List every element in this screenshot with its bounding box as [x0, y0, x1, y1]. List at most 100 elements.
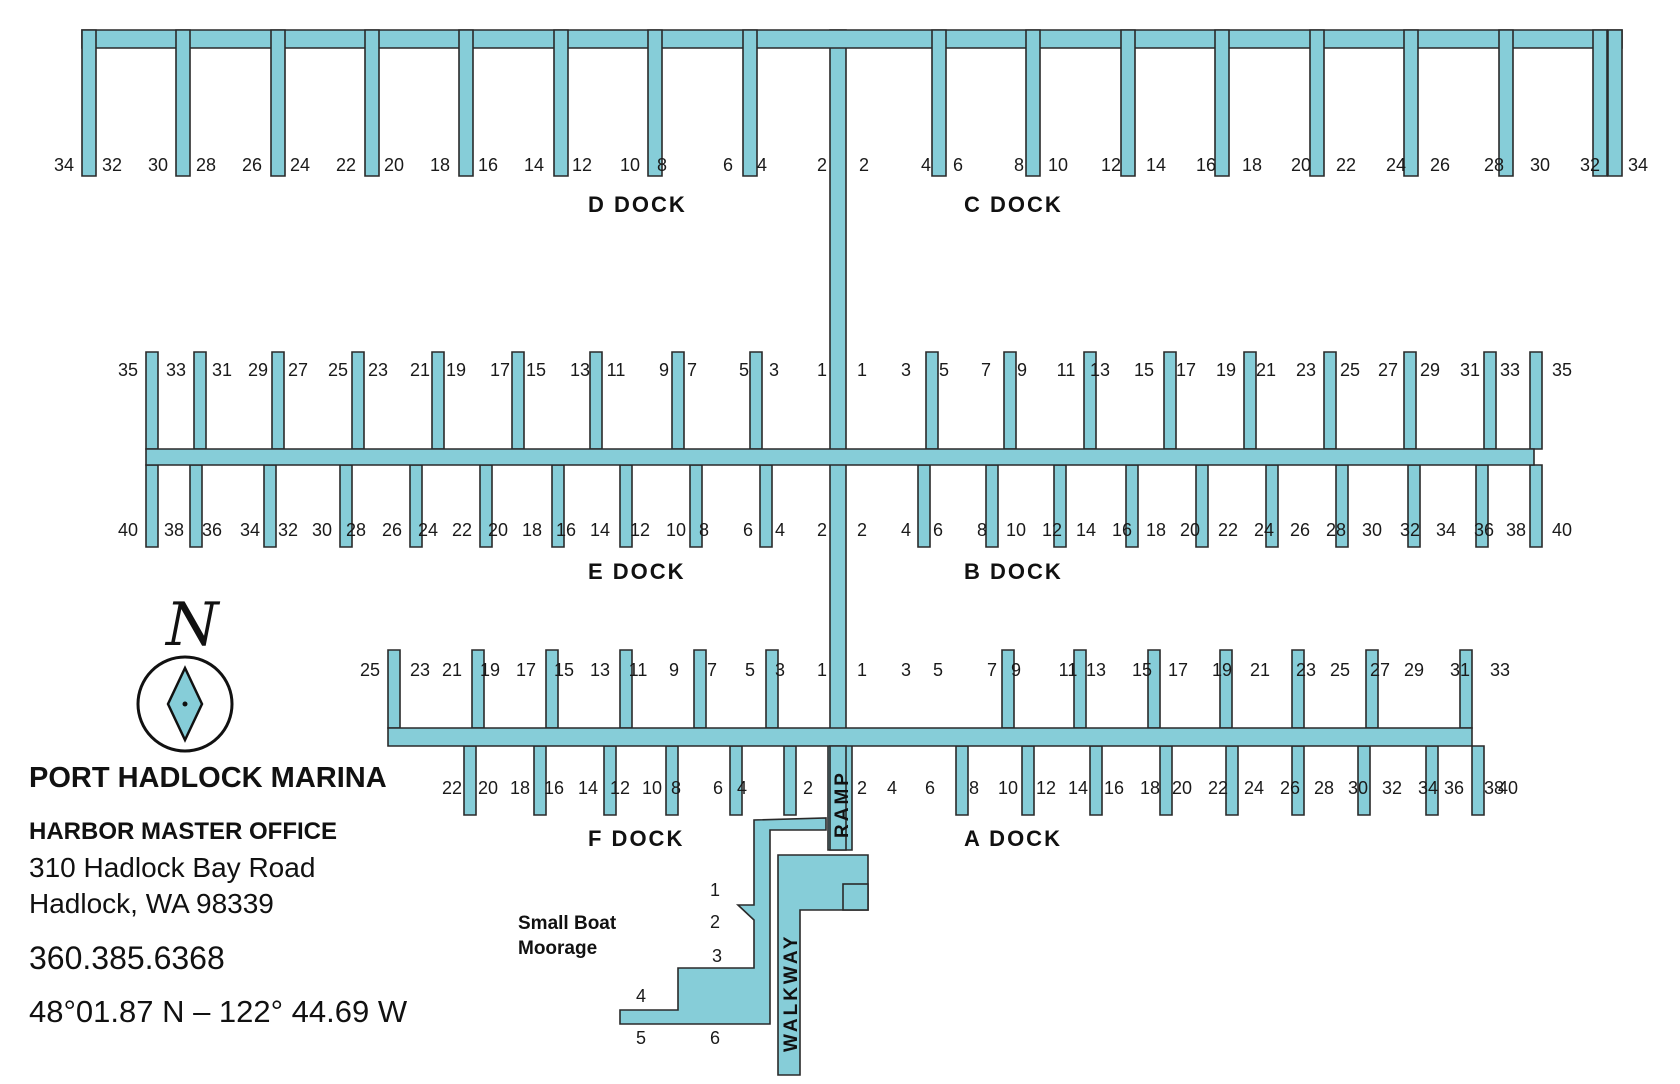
slip-number: 2 [817, 155, 827, 175]
slip-number: 23 [1296, 360, 1316, 380]
slip-number: 26 [1290, 520, 1310, 540]
slip-number: 28 [346, 520, 366, 540]
small-boat-slip: 6 [710, 1028, 720, 1048]
dock-finger [783, 745, 797, 816]
slip-number: 8 [977, 520, 987, 540]
slip-number: 6 [933, 520, 943, 540]
dock-finger [553, 29, 569, 177]
dock-finger [1309, 29, 1325, 177]
compass-center [182, 701, 188, 707]
slip-number: 12 [1042, 520, 1062, 540]
dock-finger [1163, 351, 1177, 450]
slip-number: 30 [1362, 520, 1382, 540]
slip-number: 35 [118, 360, 138, 380]
d-dock-label: D DOCK [588, 192, 687, 217]
slip-number: 14 [1146, 155, 1166, 175]
slip-number: 5 [933, 660, 943, 680]
slip-number: 7 [981, 360, 991, 380]
slip-number: 15 [526, 360, 546, 380]
slip-number: 3 [769, 360, 779, 380]
dock-finger [1025, 29, 1041, 177]
slip-number: 12 [1036, 778, 1056, 798]
dock-finger [925, 351, 939, 450]
small-boat-slip: 5 [636, 1028, 646, 1048]
slip-number: 10 [620, 155, 640, 175]
slip-number: 26 [1430, 155, 1450, 175]
walkway-label: WALKWAY [781, 934, 802, 1052]
slip-number: 21 [410, 360, 430, 380]
slip-number: 1 [857, 660, 867, 680]
slip-number: 26 [382, 520, 402, 540]
dock-finger [589, 351, 603, 450]
dock-finger [1529, 464, 1543, 548]
dock-finger [1471, 745, 1485, 816]
slip-number: 15 [554, 660, 574, 680]
slip-number: 14 [1068, 778, 1088, 798]
slip-number: 5 [739, 360, 749, 380]
main-spine [827, 29, 853, 851]
slip-number: 12 [610, 778, 630, 798]
dock-finger [511, 351, 525, 450]
slip-number: 1 [817, 360, 827, 380]
slip-number: 29 [1420, 360, 1440, 380]
office-title: HARBOR MASTER OFFICE [29, 818, 337, 845]
dock-finger [145, 351, 159, 450]
slip-number: 38 [1506, 520, 1526, 540]
slip-number: 6 [953, 155, 963, 175]
slip-number: 33 [166, 360, 186, 380]
slip-number: 19 [446, 360, 466, 380]
slip-number: 10 [1048, 155, 1068, 175]
slip-number: 8 [671, 778, 681, 798]
slip-number: 23 [1296, 660, 1316, 680]
slip-number: 20 [478, 778, 498, 798]
slip-number: 24 [1386, 155, 1406, 175]
dock-finger [1592, 29, 1608, 177]
slip-number: 16 [1196, 155, 1216, 175]
slip-number: 10 [998, 778, 1018, 798]
b-dock-label: B DOCK [964, 559, 1063, 584]
slip-number: 38 [164, 520, 184, 540]
slip-number: 31 [1460, 360, 1480, 380]
fa-header-dock [387, 727, 1473, 747]
slip-number: 12 [572, 155, 592, 175]
slip-number: 1 [857, 360, 867, 380]
slip-number: 7 [987, 660, 997, 680]
dock-finger [1003, 351, 1017, 450]
slip-number: 3 [775, 660, 785, 680]
slip-number: 33 [1500, 360, 1520, 380]
slip-number: 21 [442, 660, 462, 680]
slip-number: 24 [290, 155, 310, 175]
slip-number: 14 [578, 778, 598, 798]
slip-number: 8 [699, 520, 709, 540]
slip-number: 36 [1444, 778, 1464, 798]
slip-number: 8 [969, 778, 979, 798]
dock-finger [1089, 745, 1103, 816]
slip-number: 7 [707, 660, 717, 680]
slip-number: 19 [1216, 360, 1236, 380]
slip-number: 25 [1340, 360, 1360, 380]
slip-number: 27 [288, 360, 308, 380]
dock-finger [387, 649, 401, 729]
slip-number: 32 [102, 155, 122, 175]
slip-number: 3 [901, 660, 911, 680]
slip-number: 34 [1436, 520, 1456, 540]
dock-finger [917, 464, 931, 548]
slip-number: 17 [490, 360, 510, 380]
slip-number: 30 [148, 155, 168, 175]
slip-number: 10 [1006, 520, 1026, 540]
dock-finger [1529, 351, 1543, 450]
dock-finger [189, 464, 203, 548]
dock-finger [1607, 29, 1623, 177]
slip-number: 4 [901, 520, 911, 540]
slip-number: 5 [745, 660, 755, 680]
slip-number: 28 [1326, 520, 1346, 540]
slip-number: 20 [1291, 155, 1311, 175]
slip-number: 31 [1450, 660, 1470, 680]
slip-number: 2 [803, 778, 813, 798]
f-dock-label: F DOCK [588, 826, 684, 851]
slip-number: 40 [118, 520, 138, 540]
compass-rose: N [136, 590, 234, 753]
slip-number: 20 [1180, 520, 1200, 540]
